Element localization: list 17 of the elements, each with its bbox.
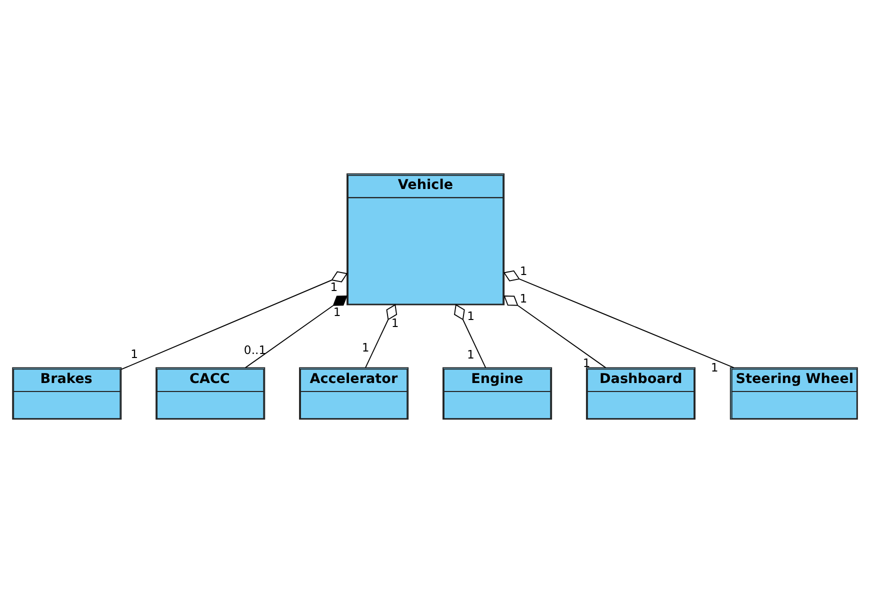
node-label: 1 [520, 263, 528, 278]
node-label: 1 [710, 360, 718, 374]
connector [244, 295, 348, 368]
node-label: 1 [330, 280, 338, 294]
node-label: 1 [130, 346, 138, 360]
connector [503, 270, 734, 368]
node-label: 0..1 [244, 342, 266, 356]
connector [120, 270, 348, 370]
connector [365, 304, 398, 368]
node-label: 1 [391, 316, 399, 330]
connector [504, 295, 606, 368]
node-label: 1 [467, 308, 475, 323]
connector [454, 304, 486, 368]
node-label: 1 [520, 290, 528, 305]
node-label: 1 [333, 304, 341, 318]
node-label: 1 [362, 340, 370, 354]
node-label: 1 [466, 346, 474, 361]
